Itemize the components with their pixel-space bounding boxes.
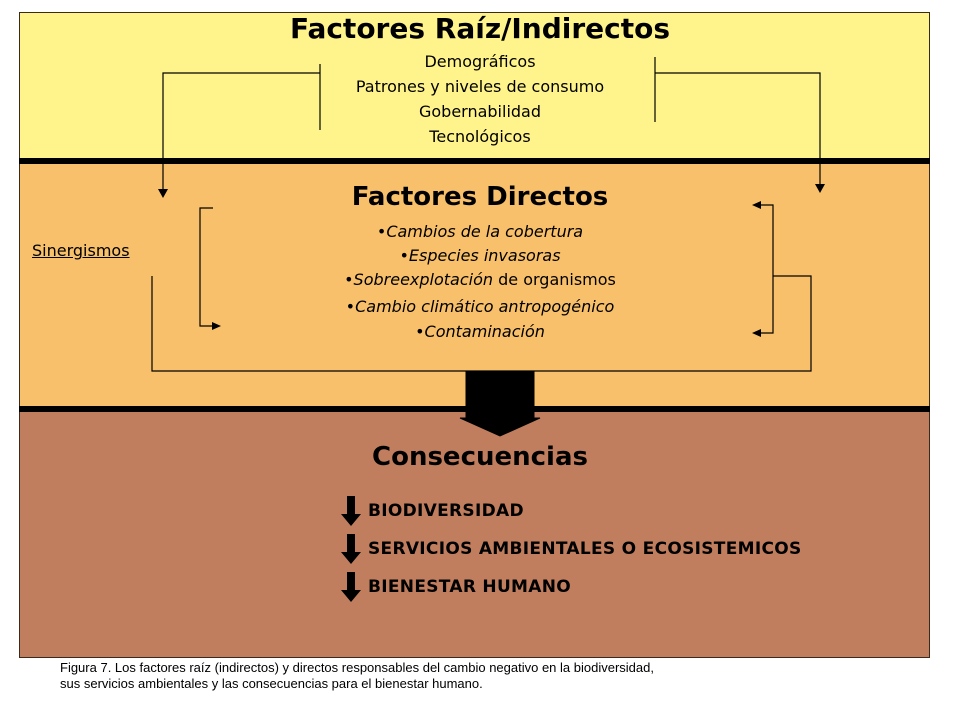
- root-factors-band: [19, 12, 930, 158]
- root-factors-title: Factores Raíz/Indirectos: [289, 12, 671, 45]
- consequences-title: Consecuencias: [372, 442, 588, 472]
- direct-factor-item: •Cambios de la cobertura: [376, 222, 584, 241]
- down-arrow-icon: [341, 534, 361, 564]
- direct-factors-title: Factores Directos: [351, 182, 609, 212]
- big-down-arrow-icon: [459, 370, 541, 437]
- direct-factor-item: •Especies invasoras: [399, 246, 561, 265]
- root-to-direct-connector-right: [655, 72, 821, 185]
- root-factor-item: Gobernabilidad: [418, 102, 542, 121]
- root-factor-item: Demográficos: [424, 52, 536, 71]
- root-factor-item: Tecnológicos: [429, 127, 531, 146]
- direct-factors-band: [19, 164, 930, 406]
- synergy-label: Sinergismos: [32, 241, 130, 260]
- consequence-item: BIODIVERSIDAD: [340, 496, 524, 526]
- synergy-bracket-right: [760, 204, 774, 334]
- root-to-direct-connector-left: [162, 72, 320, 190]
- figure-caption: Figura 7. Los factores raíz (indirectos)…: [60, 660, 654, 692]
- synergy-bracket-left: [199, 207, 213, 327]
- left-arrowhead-icon: [752, 201, 761, 209]
- down-arrow-icon: [341, 572, 361, 602]
- left-arrowhead-icon: [752, 329, 761, 337]
- consequence-item: BIENESTAR HUMANO: [340, 572, 571, 602]
- caption-line: Figura 7. Los factores raíz (indirectos)…: [60, 660, 654, 675]
- consequence-item: SERVICIOS AMBIENTALES O ECOSISTEMICOS: [340, 534, 802, 564]
- caption-line: sus servicios ambientales y las consecue…: [60, 676, 483, 691]
- down-arrowhead-icon: [815, 184, 825, 193]
- arrowheads: [158, 184, 825, 337]
- direct-factor-item: •Cambio climático antropogénico: [345, 297, 615, 316]
- root-factor-item: Patrones y niveles de consumo: [355, 77, 605, 96]
- consequences-band: [19, 412, 930, 658]
- band-divider: [19, 158, 930, 164]
- right-arrowhead-icon: [212, 322, 221, 330]
- down-arrow-icon: [341, 496, 361, 526]
- direct-factor-item: •Sobreexplotación de organismos: [344, 270, 616, 289]
- synergy-loop-line: [151, 275, 812, 372]
- direct-factor-item: •Contaminación: [415, 322, 545, 341]
- down-arrowhead-icon: [158, 189, 168, 198]
